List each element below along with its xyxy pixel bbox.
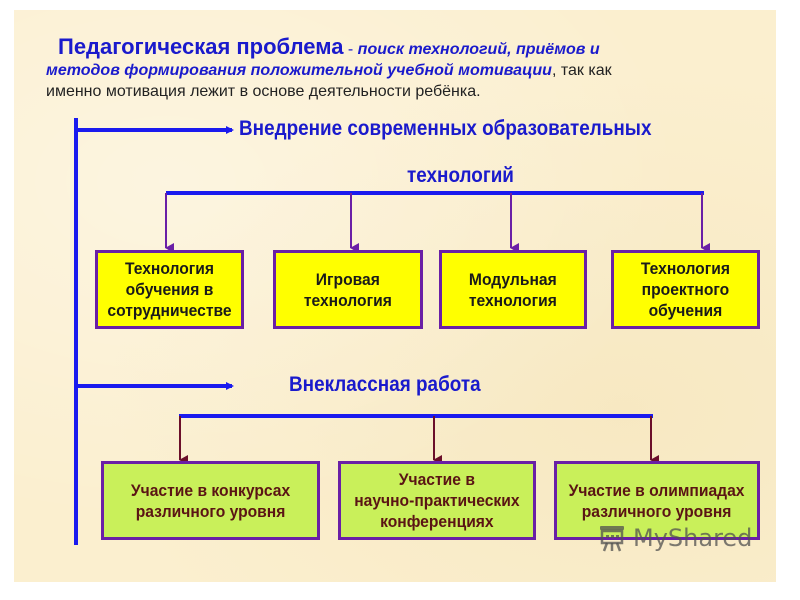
watermark: MyShared <box>597 523 752 553</box>
tech-box-modular: Модульная технология <box>439 250 587 329</box>
extra-box-contests: Участие в конкурсах различного уровня <box>101 461 320 540</box>
branch-1-label: Внедрение современных образовательных <box>239 117 652 140</box>
box-line: различного уровня <box>582 501 732 521</box>
box-line: научно-практических <box>354 491 520 510</box>
box-line: технология <box>468 290 558 310</box>
box-line: различного уровня <box>135 501 286 521</box>
intro-text: Педагогическая проблема - поиск технолог… <box>46 36 756 102</box>
tech-box-cooperation: Технология обучения в сотрудничестве <box>95 250 244 329</box>
box-line: Участие в <box>398 470 476 489</box>
box-line: Технология <box>124 259 215 278</box>
box-line: обучения в <box>125 280 214 299</box>
box-line: технология <box>303 290 393 310</box>
title-dash: - <box>343 41 358 58</box>
extra-box-conferences: Участие в научно-практических конференци… <box>338 461 536 540</box>
box-line: Технология <box>640 259 731 278</box>
problem-emphasis-2: методов формирования положительной учебн… <box>46 62 552 79</box>
tech-box-game: Игровая технология <box>273 250 423 329</box>
branch-1-label-cont: технологий <box>407 164 514 187</box>
problem-tail: , так как <box>551 62 612 79</box>
problem-line-3: именно мотивация лежит в основе деятельн… <box>46 83 481 100</box>
branch-2-label: Внеклассная работа <box>289 373 481 396</box>
box-line: Модульная <box>469 269 557 289</box>
presentation-board-icon <box>600 526 624 552</box>
problem-emphasis-1: поиск технологий, приёмов и <box>357 41 600 58</box>
tech-box-project: Технология проектного обучения <box>611 250 760 329</box>
box-line: Участие в конкурсах <box>130 480 291 500</box>
extra-box-olympiads: Участие в олимпиадах различного уровня <box>554 461 760 540</box>
problem-title: Педагогическая проблема <box>58 34 344 59</box>
box-line: проектного <box>641 280 730 299</box>
box-line: обучения <box>648 301 723 320</box>
box-line: Участие в олимпиадах <box>569 480 745 500</box>
box-line: Игровая <box>315 269 381 289</box>
box-line: сотрудничестве <box>107 301 232 320</box>
box-line: конференциях <box>380 512 494 531</box>
watermark-text: MyShared <box>633 524 753 552</box>
